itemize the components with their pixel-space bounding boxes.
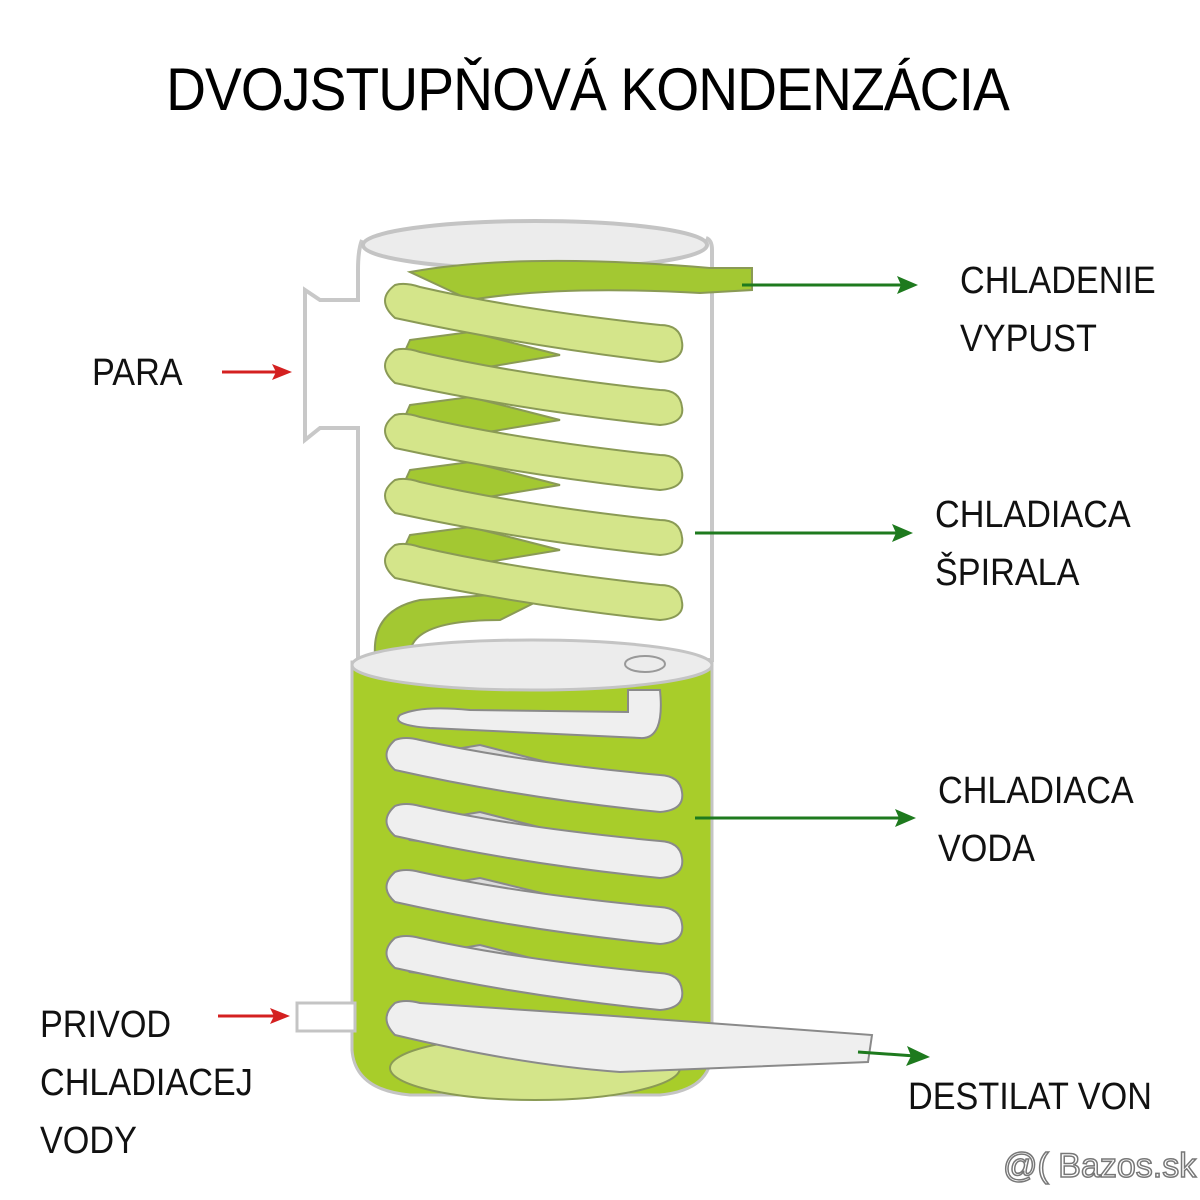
label-privod: PRIVOD CHLADIACEJ VODY bbox=[40, 1004, 253, 1162]
lower-coil bbox=[385, 689, 874, 1074]
label-chladenie-vypust: CHLADENIE VYPUST bbox=[960, 260, 1156, 360]
arrow-privod bbox=[218, 1008, 290, 1024]
label-para: PARA bbox=[92, 352, 183, 394]
arrow-para bbox=[222, 364, 292, 380]
diagram-title: DVOJSTUPŇOVÁ KONDENZÁCIA bbox=[166, 56, 1010, 123]
arrow-chladiaca-spirala bbox=[695, 524, 913, 542]
label-destilat: DESTILAT VON bbox=[908, 1076, 1152, 1118]
upper-coil bbox=[373, 259, 753, 656]
arrow-chladenie-vypust bbox=[742, 276, 918, 294]
arrow-destilat bbox=[857, 1046, 930, 1066]
label-chladiaca-voda: CHLADIACA VODA bbox=[938, 770, 1134, 870]
watermark: @( Bazos.sk bbox=[1002, 1146, 1197, 1186]
label-chladiaca-spirala: CHLADIACA ŠPIRALA bbox=[935, 494, 1131, 594]
arrow-chladiaca-voda bbox=[695, 809, 916, 827]
